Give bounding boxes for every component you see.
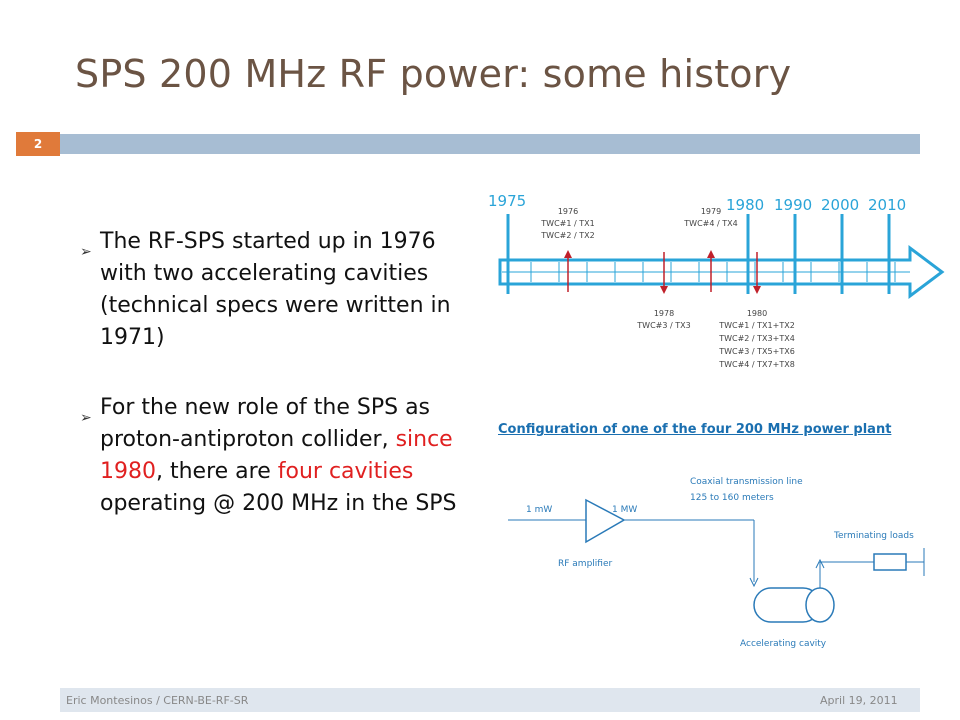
arrowhead-up-icon: [564, 250, 572, 258]
signal-lines: [508, 519, 925, 596]
history-timeline: 1975 1980 1990 2000 2010 1976 TWC#1 / TX…: [488, 192, 945, 369]
event-1980: 1980 TWC#1 / TX1+TX2 TWC#2 / TX3+TX4 TWC…: [718, 252, 795, 369]
output-power-label: 1 MW: [612, 505, 637, 515]
event-line: TWC#2 / TX3+TX4: [718, 334, 795, 343]
event-year: 1979: [701, 207, 721, 216]
event-1976: 1976 TWC#1 / TX1 TWC#2 / TX2: [540, 207, 595, 292]
event-line: TWC#3 / TX3: [636, 321, 690, 330]
slide-title: SPS 200 MHz RF power: some history: [75, 52, 792, 96]
header-band: [60, 134, 920, 154]
event-1978: 1978 TWC#3 / TX3: [636, 252, 691, 330]
bullet-text-pre: For the new role of the SPS as proton-an…: [100, 395, 431, 452]
event-year: 1980: [747, 309, 767, 318]
arrowhead-up-icon: [815, 558, 825, 569]
config-title: Configuration of one of the four 200 MHz…: [498, 422, 892, 437]
transmission-line-label: Coaxial transmission line: [690, 477, 803, 487]
timeline-major-ticks: [506, 214, 891, 294]
event-line: TWC#4 / TX4: [683, 219, 737, 228]
event-year: 1976: [558, 207, 578, 216]
accelerating-cavity-label: Accelerating cavity: [740, 639, 827, 649]
event-line: TWC#2 / TX2: [540, 231, 594, 240]
page-number-badge: 2: [16, 132, 60, 156]
year-label-1980: 1980: [726, 196, 764, 214]
input-power-label: 1 mW: [526, 505, 552, 515]
arrowhead-down-icon: [753, 286, 761, 294]
footer-author: Eric Montesinos / CERN-BE-RF-SR: [66, 694, 249, 707]
event-1979: 1979 TWC#4 / TX4: [683, 207, 738, 292]
bullet-highlight-cavities: four cavities: [277, 459, 414, 484]
bullet-text: The RF-SPS started up in 1976 with two a…: [100, 229, 451, 350]
terminating-loads-label: Terminating loads: [833, 531, 914, 541]
arrow-bullet-icon: ➢: [80, 410, 92, 426]
bullet-text-mid: , there are: [156, 459, 278, 484]
event-line: TWC#3 / TX5+TX6: [718, 347, 795, 356]
event-line: TWC#1 / TX1: [540, 219, 594, 228]
power-plant-diagram: 1 mW 1 MW RF amplifier Coaxial transmiss…: [508, 477, 925, 649]
arrow-bullet-icon: ➢: [80, 244, 92, 260]
year-label-1990: 1990: [774, 196, 812, 214]
bullet-text-post: operating @ 200 MHz in the SPS: [100, 491, 457, 516]
bullet-item-startup: ➢ The RF-SPS started up in 1976 with two…: [80, 226, 460, 354]
arrowhead-down-icon: [660, 286, 668, 294]
rf-amplifier-icon: [585, 498, 626, 544]
bullet-item-collider: ➢ For the new role of the SPS as proton-…: [80, 392, 460, 520]
transmission-length-label: 125 to 160 meters: [690, 493, 774, 503]
event-line: TWC#1 / TX1+TX2: [718, 321, 795, 330]
accelerating-cavity-icon: [753, 587, 835, 623]
arrowhead-down-icon: [749, 577, 759, 588]
bullet-highlight-since: since 1980: [100, 427, 453, 484]
event-year: 1978: [654, 309, 674, 318]
arrowhead-up-icon: [707, 250, 715, 258]
timeline-minor-ticks: [530, 262, 896, 282]
year-label-2000: 2000: [821, 196, 859, 214]
footer-date: April 19, 2011: [820, 694, 898, 707]
event-line: TWC#4 / TX7+TX8: [718, 360, 795, 369]
terminating-load-icon: [873, 553, 907, 571]
footer-band: [60, 688, 920, 712]
year-label-2010: 2010: [868, 196, 906, 214]
amplifier-label: RF amplifier: [558, 559, 612, 569]
bullet-list: ➢ The RF-SPS started up in 1976 with two…: [80, 226, 460, 558]
year-label-1975: 1975: [488, 192, 526, 210]
